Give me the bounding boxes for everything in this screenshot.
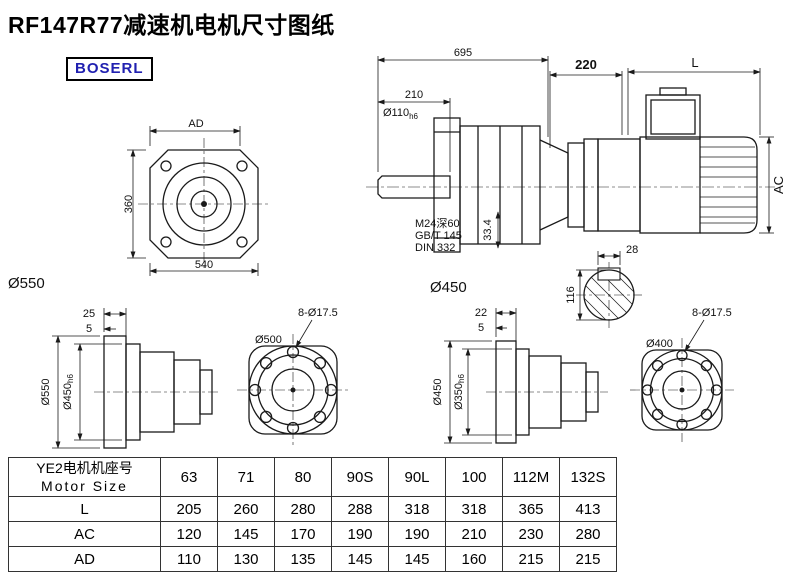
cell-ac-1: 145 bbox=[217, 521, 275, 547]
col-header-100: 100 bbox=[445, 457, 503, 497]
front-flange-dia-label: Ø550 bbox=[8, 275, 45, 292]
cell-ad-7: 215 bbox=[559, 546, 617, 572]
header-en-label: Motor Size bbox=[41, 478, 128, 494]
technical-drawing: AD 360 540 Ø550 695 210 bbox=[8, 47, 786, 449]
col-header-132s: 132S bbox=[559, 457, 617, 497]
cell-ac-5: 210 bbox=[445, 521, 503, 547]
col-header-112m: 112M bbox=[502, 457, 560, 497]
motor-dim-lines bbox=[549, 68, 774, 234]
bv400-holes-label: 8-Ø17.5 bbox=[692, 307, 732, 319]
dim-5-label-1: 5 bbox=[86, 323, 92, 335]
col-header-90s: 90S bbox=[331, 457, 389, 497]
shaft-end-view: 28 116 bbox=[565, 244, 642, 328]
cell-ad-1: 130 bbox=[217, 546, 275, 572]
tap-note-label: M24深60 bbox=[415, 217, 460, 230]
cell-ad-2: 135 bbox=[274, 546, 332, 572]
cell-ac-4: 190 bbox=[388, 521, 446, 547]
table-row-ad: AD 110 130 135 145 145 160 215 215 bbox=[8, 546, 617, 572]
bv400-dia-label: Ø400 bbox=[646, 338, 673, 350]
dim-25-label: 25 bbox=[83, 308, 95, 320]
dim-695-label: 695 bbox=[454, 47, 472, 59]
bv450-spigot-dia-label: Ø350h6 bbox=[453, 374, 466, 410]
front-view-centerlines bbox=[138, 138, 270, 270]
cell-l-1: 260 bbox=[217, 496, 275, 522]
row-label-l: L bbox=[8, 496, 161, 522]
dim-22-label: 22 bbox=[475, 307, 487, 319]
cell-l-3: 288 bbox=[331, 496, 389, 522]
dim-33-4-label: 33.4 bbox=[482, 219, 494, 240]
cell-ad-6: 215 bbox=[502, 546, 560, 572]
dim-540-label: 540 bbox=[195, 259, 213, 271]
page-title: RF147R77减速机电机尺寸图纸 bbox=[8, 12, 335, 38]
gb-std-label: GB/T 145 bbox=[415, 230, 462, 242]
bv450-dim-lines bbox=[444, 308, 517, 444]
cell-l-5: 318 bbox=[445, 496, 503, 522]
cell-ac-2: 170 bbox=[274, 521, 332, 547]
bv450-outer-dia-label: Ø450 bbox=[432, 379, 444, 406]
table-row-l: L 205 260 280 288 318 318 365 413 bbox=[8, 496, 617, 522]
cell-ad-3: 145 bbox=[331, 546, 389, 572]
dim-ad-label: AD bbox=[188, 118, 203, 130]
cell-l-0: 205 bbox=[160, 496, 218, 522]
motor-size-table: YE2电机机座号 Motor Size 63 71 80 90S 90L 100… bbox=[8, 457, 617, 572]
front-view-dim-lines bbox=[127, 126, 259, 276]
bv550-dim-lines bbox=[52, 308, 127, 449]
cell-ad-0: 110 bbox=[160, 546, 218, 572]
side-flange-dia-label: Ø450 bbox=[430, 279, 467, 296]
col-header-80: 80 bbox=[274, 457, 332, 497]
bv550-outer-dia-label: Ø550 bbox=[40, 379, 52, 406]
dim-116-label: 116 bbox=[565, 286, 577, 304]
dim-360-label: 360 bbox=[123, 195, 135, 213]
table-row-ac: AC 120 145 170 190 190 210 230 280 bbox=[8, 521, 617, 547]
table-header-row: YE2电机机座号 Motor Size 63 71 80 90S 90L 100… bbox=[8, 457, 617, 497]
col-header-71: 71 bbox=[217, 457, 275, 497]
dim-5-label-2: 5 bbox=[478, 322, 484, 334]
bv550-spigot-dia-label: Ø450h6 bbox=[62, 374, 75, 410]
bottom-front-view-500: Ø500 8-Ø17.5 bbox=[237, 307, 349, 446]
motor-fins bbox=[700, 146, 757, 224]
cell-ac-0: 120 bbox=[160, 521, 218, 547]
din-std-label: DIN 332 bbox=[415, 242, 455, 254]
motor-view: 220 L AC bbox=[549, 55, 786, 234]
cell-ad-5: 160 bbox=[445, 546, 503, 572]
dim-220-label: 220 bbox=[575, 57, 597, 72]
side-view: 695 210 Ø110h6 M24深60 GB/T 145 DIN 332 3… bbox=[366, 47, 775, 296]
col-header-90l: 90L bbox=[388, 457, 446, 497]
cell-l-4: 318 bbox=[388, 496, 446, 522]
dim-28-label: 28 bbox=[626, 244, 638, 256]
shaft-end-dim-lines bbox=[576, 251, 621, 321]
table-header-motor-size: YE2电机机座号 Motor Size bbox=[8, 457, 161, 497]
bottom-front-view-400: Ø400 8-Ø17.5 bbox=[630, 307, 734, 442]
cell-l-6: 365 bbox=[502, 496, 560, 522]
dim-210-label: 210 bbox=[405, 89, 423, 101]
header-cn-label: YE2电机机座号 bbox=[36, 460, 133, 476]
shaft-hatch bbox=[584, 270, 634, 320]
row-label-ac: AC bbox=[8, 521, 161, 547]
col-header-63: 63 bbox=[160, 457, 218, 497]
cell-ac-6: 230 bbox=[502, 521, 560, 547]
bottom-side-view-550: 25 5 Ø550 Ø450h6 bbox=[40, 308, 220, 449]
bv500-holes-label: 8-Ø17.5 bbox=[298, 307, 338, 319]
brand-logo: BOSERL bbox=[66, 57, 153, 81]
bv500-dia-label: Ø500 bbox=[255, 334, 282, 346]
cell-ad-4: 145 bbox=[388, 546, 446, 572]
dim-ac-label: AC bbox=[771, 176, 786, 194]
side-view-dim-lines bbox=[377, 56, 549, 249]
front-view: AD 360 540 Ø550 bbox=[8, 118, 270, 292]
cell-ac-3: 190 bbox=[331, 521, 389, 547]
cell-l-2: 280 bbox=[274, 496, 332, 522]
row-label-ad: AD bbox=[8, 546, 161, 572]
dim-l-label: L bbox=[691, 55, 698, 70]
bottom-side-view-450: 22 5 Ø450 Ø350h6 bbox=[432, 307, 608, 444]
cell-ac-7: 280 bbox=[559, 521, 617, 547]
cell-l-7: 413 bbox=[559, 496, 617, 522]
shaft-dia-label: Ø110h6 bbox=[383, 107, 419, 121]
